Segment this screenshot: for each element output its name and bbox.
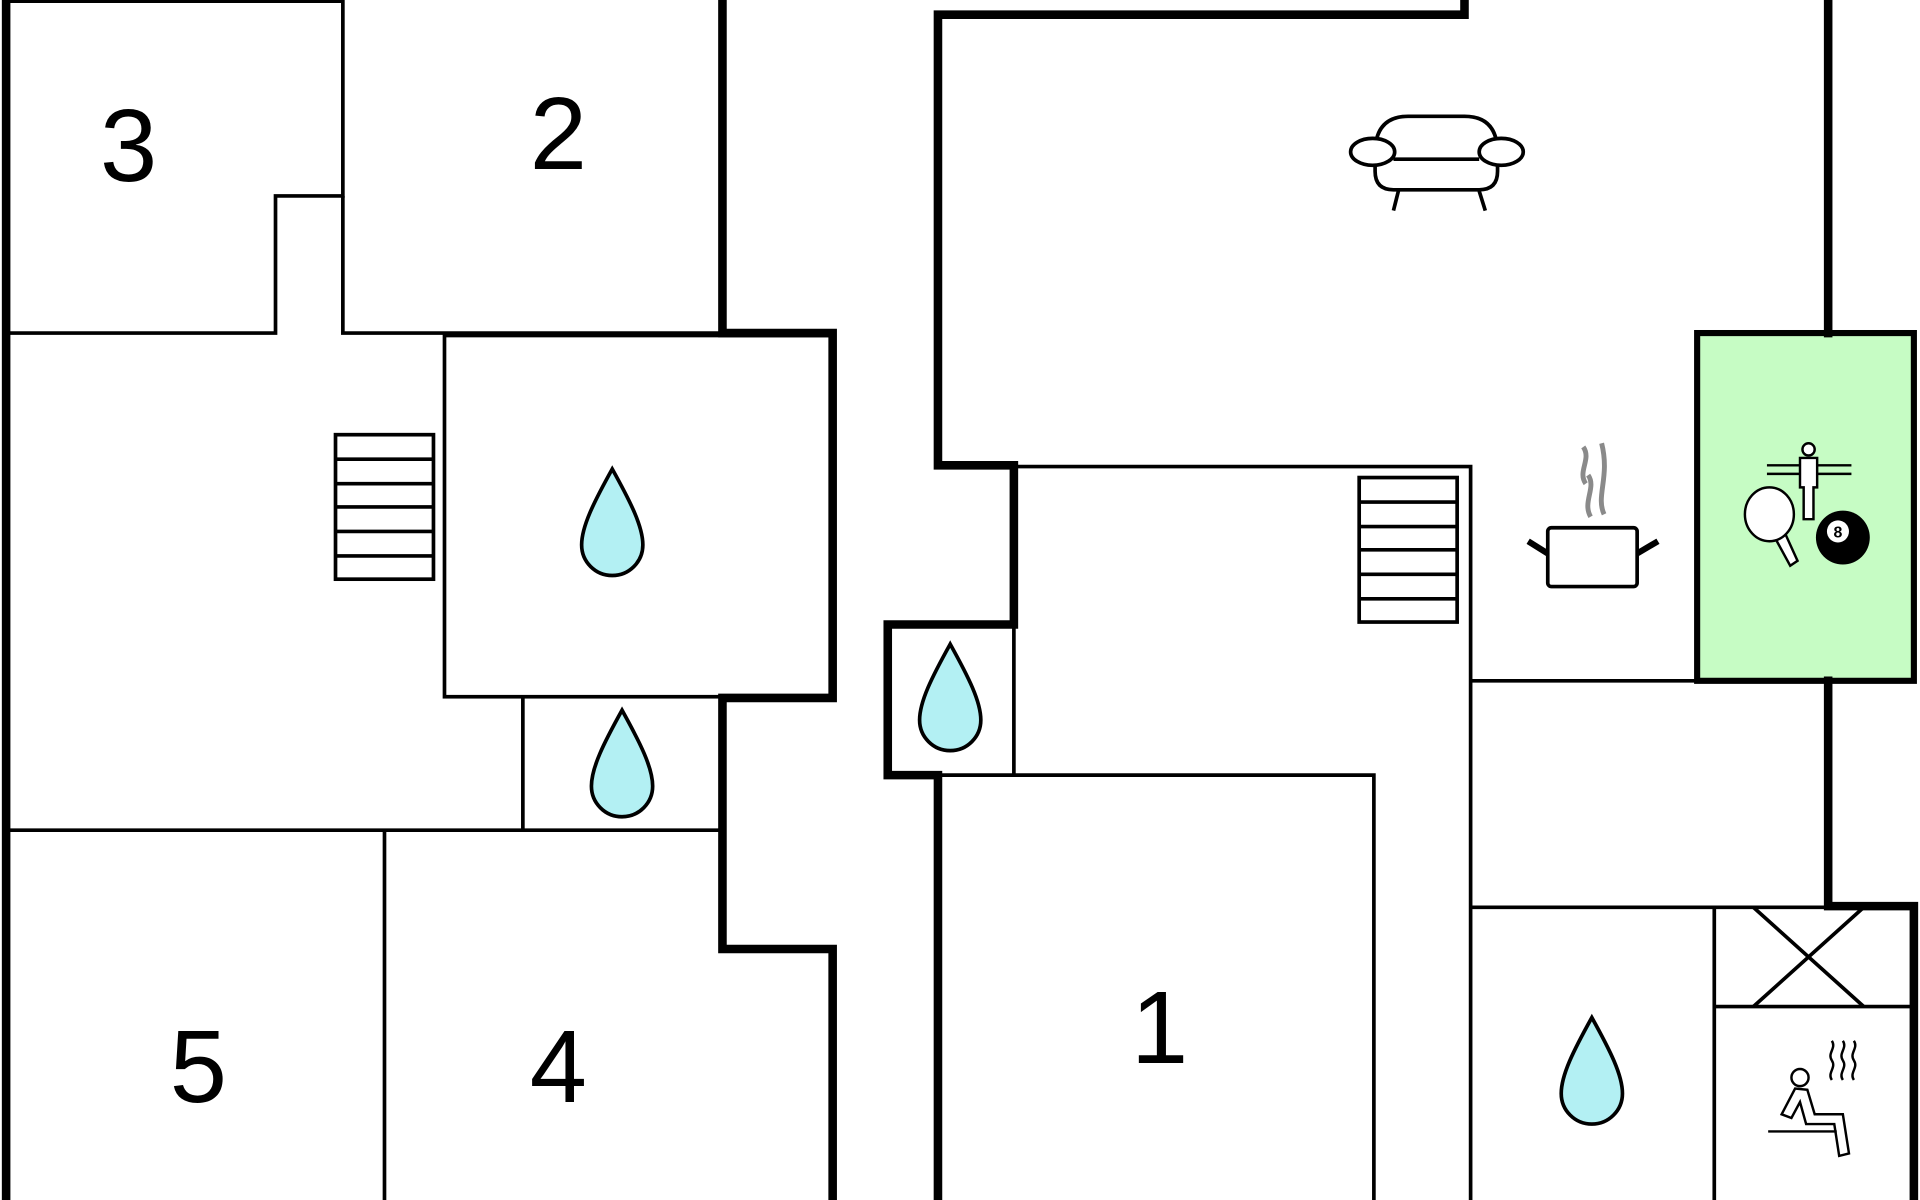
cooking-pot-icon — [1526, 442, 1660, 589]
table-football-icon — [1766, 442, 1852, 521]
room-label-5: 5 — [170, 1009, 227, 1124]
room-label-4: 4 — [530, 1009, 587, 1124]
stairs-icon — [1357, 475, 1459, 624]
table-tennis-icon — [1743, 486, 1800, 568]
interior-walls — [6, 0, 1914, 1200]
water-drop-icon — [1559, 1013, 1625, 1126]
billiard-ball-icon: 8 — [1815, 510, 1870, 565]
stairs-icon — [333, 432, 436, 582]
water-drop-icon — [917, 640, 983, 753]
water-drop-icon — [579, 465, 645, 578]
water-drop-icon — [589, 706, 655, 819]
room-label-3: 3 — [100, 88, 157, 203]
room-label-2: 2 — [530, 76, 587, 191]
sauna-icon — [1768, 1040, 1857, 1158]
room-label-1: 1 — [1131, 970, 1188, 1085]
void-cross-icon — [1752, 905, 1865, 1008]
sofa-icon — [1348, 114, 1526, 212]
billiard-ball-label: 8 — [1834, 525, 1843, 542]
